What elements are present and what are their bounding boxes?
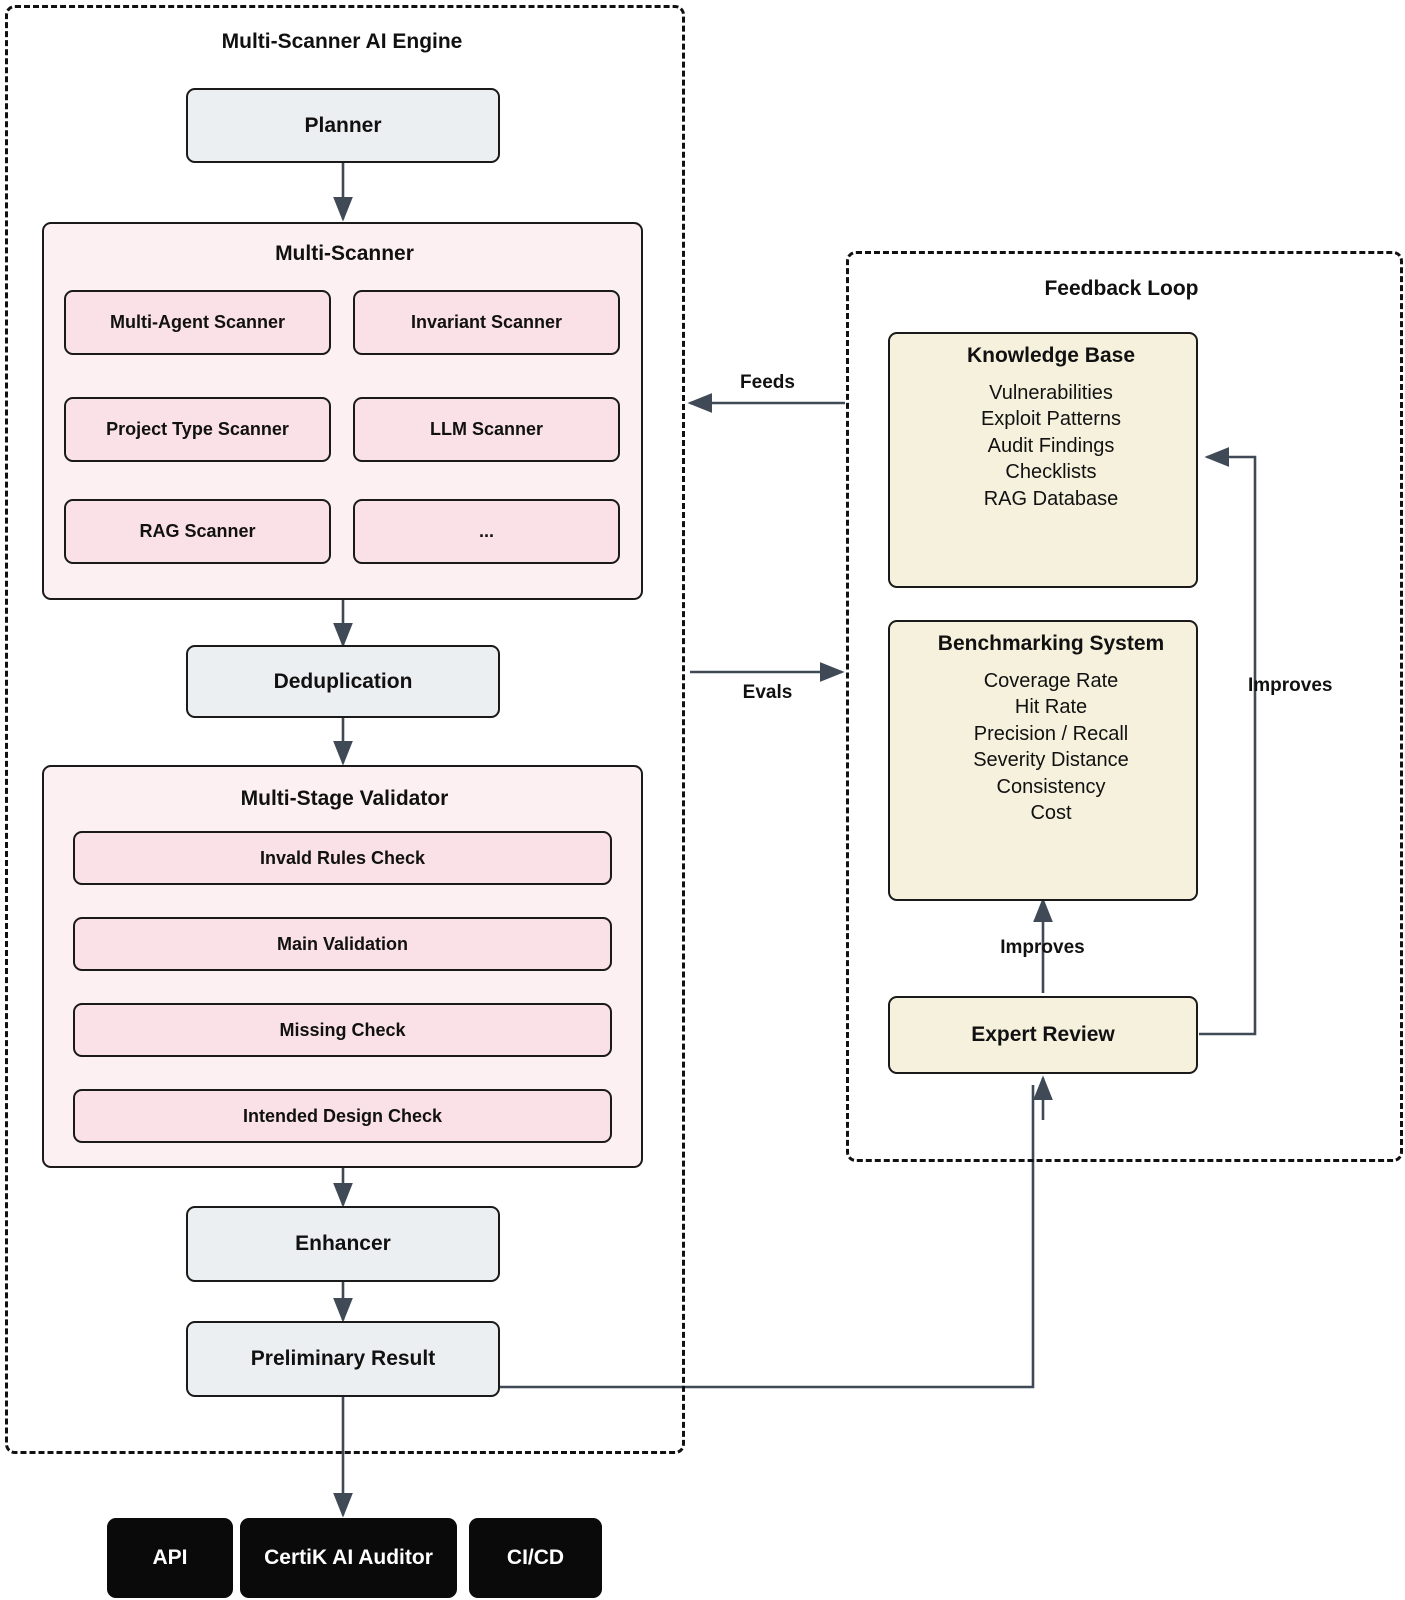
node-preliminary-result[interactable]: Preliminary Result — [186, 1321, 500, 1397]
node-benchmarking-system[interactable]: Benchmarking System Coverage Rate Hit Ra… — [888, 620, 1198, 901]
group-multi-stage-validator-title: Multi-Stage Validator — [240, 787, 449, 810]
benchmarking-item: Precision / Recall — [973, 722, 1129, 745]
edge-label-improves-benchmarking: Improves — [1000, 937, 1085, 958]
node-rag-scanner-label: RAG Scanner — [139, 521, 256, 541]
knowledge-base-item: Audit Findings — [987, 434, 1115, 457]
node-preliminary-result-label: Preliminary Result — [250, 1347, 436, 1370]
node-output-ci-cd-label: CI/CD — [506, 1546, 565, 1569]
node-intended-design-check-label: Intended Design Check — [242, 1105, 443, 1126]
knowledge-base-item: RAG Database — [983, 487, 1119, 510]
benchmarking-item: Cost — [1030, 801, 1072, 824]
benchmarking-item: Hit Rate — [1014, 696, 1088, 719]
node-deduplication-label: Deduplication — [273, 669, 413, 693]
node-missing-check[interactable]: Missing Check — [73, 1003, 612, 1057]
knowledge-base-item: Exploit Patterns — [980, 408, 1122, 431]
node-planner[interactable]: Planner — [186, 88, 500, 163]
feedback-loop-container — [846, 251, 1403, 1162]
node-main-validation[interactable]: Main Validation — [73, 917, 612, 971]
node-project-type-scanner[interactable]: Project Type Scanner — [64, 397, 331, 462]
benchmarking-item: Consistency — [996, 775, 1106, 798]
node-rag-scanner[interactable]: RAG Scanner — [64, 499, 331, 564]
node-output-api-label: API — [152, 1546, 188, 1569]
edge-label-feeds: Feeds — [740, 372, 795, 393]
multi-scanner-ai-engine-title: Multi-Scanner AI Engine — [221, 30, 463, 53]
node-knowledge-base-title: Knowledge Base — [966, 344, 1136, 367]
node-multi-agent-scanner[interactable]: Multi-Agent Scanner — [64, 290, 331, 355]
node-expert-review[interactable]: Expert Review — [888, 996, 1198, 1074]
knowledge-base-item: Vulnerabilities — [989, 382, 1113, 404]
node-output-certik-ai-auditor-label: CertiK AI Auditor — [264, 1546, 433, 1569]
benchmarking-item: Severity Distance — [973, 749, 1129, 772]
knowledge-base-item: Checklists — [1005, 461, 1097, 484]
node-output-certik-ai-auditor[interactable]: CertiK AI Auditor — [240, 1518, 457, 1598]
node-planner-label: Planner — [304, 113, 382, 137]
node-main-validation-label: Main Validation — [276, 933, 409, 954]
feedback-loop-title: Feedback Loop — [1044, 277, 1199, 300]
node-enhancer[interactable]: Enhancer — [186, 1206, 500, 1282]
node-invariant-scanner[interactable]: Invariant Scanner — [353, 290, 620, 355]
edge-label-evals: Evals — [742, 682, 793, 703]
node-more-scanners[interactable]: ... — [353, 499, 620, 564]
node-invariant-scanner-label: Invariant Scanner — [410, 312, 563, 332]
node-expert-review-label: Expert Review — [971, 1023, 1115, 1046]
node-deduplication[interactable]: Deduplication — [186, 645, 500, 718]
node-invalid-rules-check-label: Invald Rules Check — [259, 847, 426, 868]
node-llm-scanner[interactable]: LLM Scanner — [353, 397, 620, 462]
node-intended-design-check[interactable]: Intended Design Check — [73, 1089, 612, 1143]
node-enhancer-label: Enhancer — [295, 1232, 391, 1255]
group-multi-scanner-title: Multi-Scanner — [275, 242, 414, 265]
node-benchmarking-system-title: Benchmarking System — [937, 632, 1165, 655]
node-output-api[interactable]: API — [107, 1518, 233, 1598]
node-multi-agent-scanner-label: Multi-Agent Scanner — [109, 312, 285, 332]
node-output-ci-cd[interactable]: CI/CD — [469, 1518, 602, 1598]
node-project-type-scanner-label: Project Type Scanner — [106, 419, 289, 439]
node-missing-check-label: Missing Check — [279, 1019, 406, 1040]
node-knowledge-base[interactable]: Knowledge Base Vulnerabilities Exploit P… — [888, 332, 1198, 588]
multi-scanner-ai-engine-container — [5, 5, 685, 1454]
node-more-scanners-label: ... — [478, 521, 494, 541]
edge-label-improves-knowledge-base: Improves — [1248, 675, 1333, 696]
node-invalid-rules-check[interactable]: Invald Rules Check — [73, 831, 612, 885]
node-llm-scanner-label: LLM Scanner — [429, 419, 544, 439]
benchmarking-item: Coverage Rate — [983, 670, 1119, 692]
